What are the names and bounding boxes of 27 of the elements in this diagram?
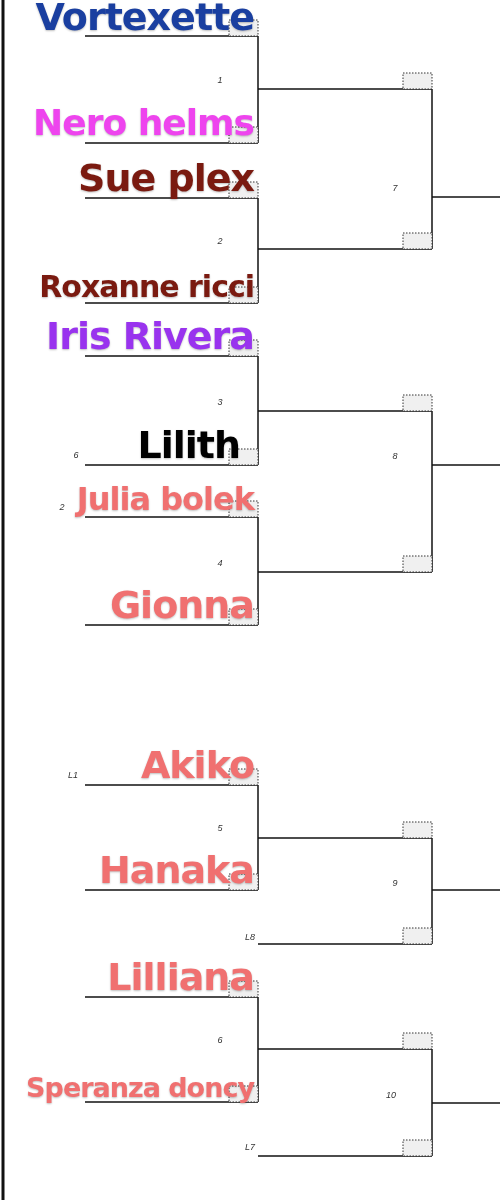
match-number: 6 [73, 450, 79, 460]
player-name: Vortexette [35, 0, 254, 36]
match-number: 1 [217, 75, 223, 85]
match-number: 2 [217, 236, 223, 246]
match-number: 4 [217, 558, 223, 568]
match-number: 2 [59, 502, 65, 512]
player-name: Akiko [140, 746, 254, 784]
player-name: Hanaka [98, 851, 254, 889]
match-number: 10 [386, 1090, 396, 1100]
player-name: Gionna [109, 586, 254, 624]
player-name: Lilliana [107, 958, 254, 996]
player-name: Speranza doncy [26, 1073, 254, 1101]
match-number: L8 [245, 932, 255, 942]
player-name: Julia bolek [76, 483, 254, 515]
player-name: Lilith [137, 426, 240, 464]
match-number: 8 [392, 451, 398, 461]
match-number: L7 [245, 1142, 255, 1152]
match-number: 9 [392, 878, 398, 888]
match-number: 5 [217, 823, 223, 833]
match-number: 6 [217, 1035, 223, 1045]
player-name: Iris Rivera [46, 317, 254, 355]
player-name: Nero helms [33, 105, 254, 141]
match-number: 3 [217, 397, 223, 407]
match-number: L1 [68, 770, 78, 780]
match-number: 7 [392, 183, 398, 193]
player-name: Roxanne ricci [39, 272, 254, 302]
player-name: Sue plex [78, 159, 254, 197]
